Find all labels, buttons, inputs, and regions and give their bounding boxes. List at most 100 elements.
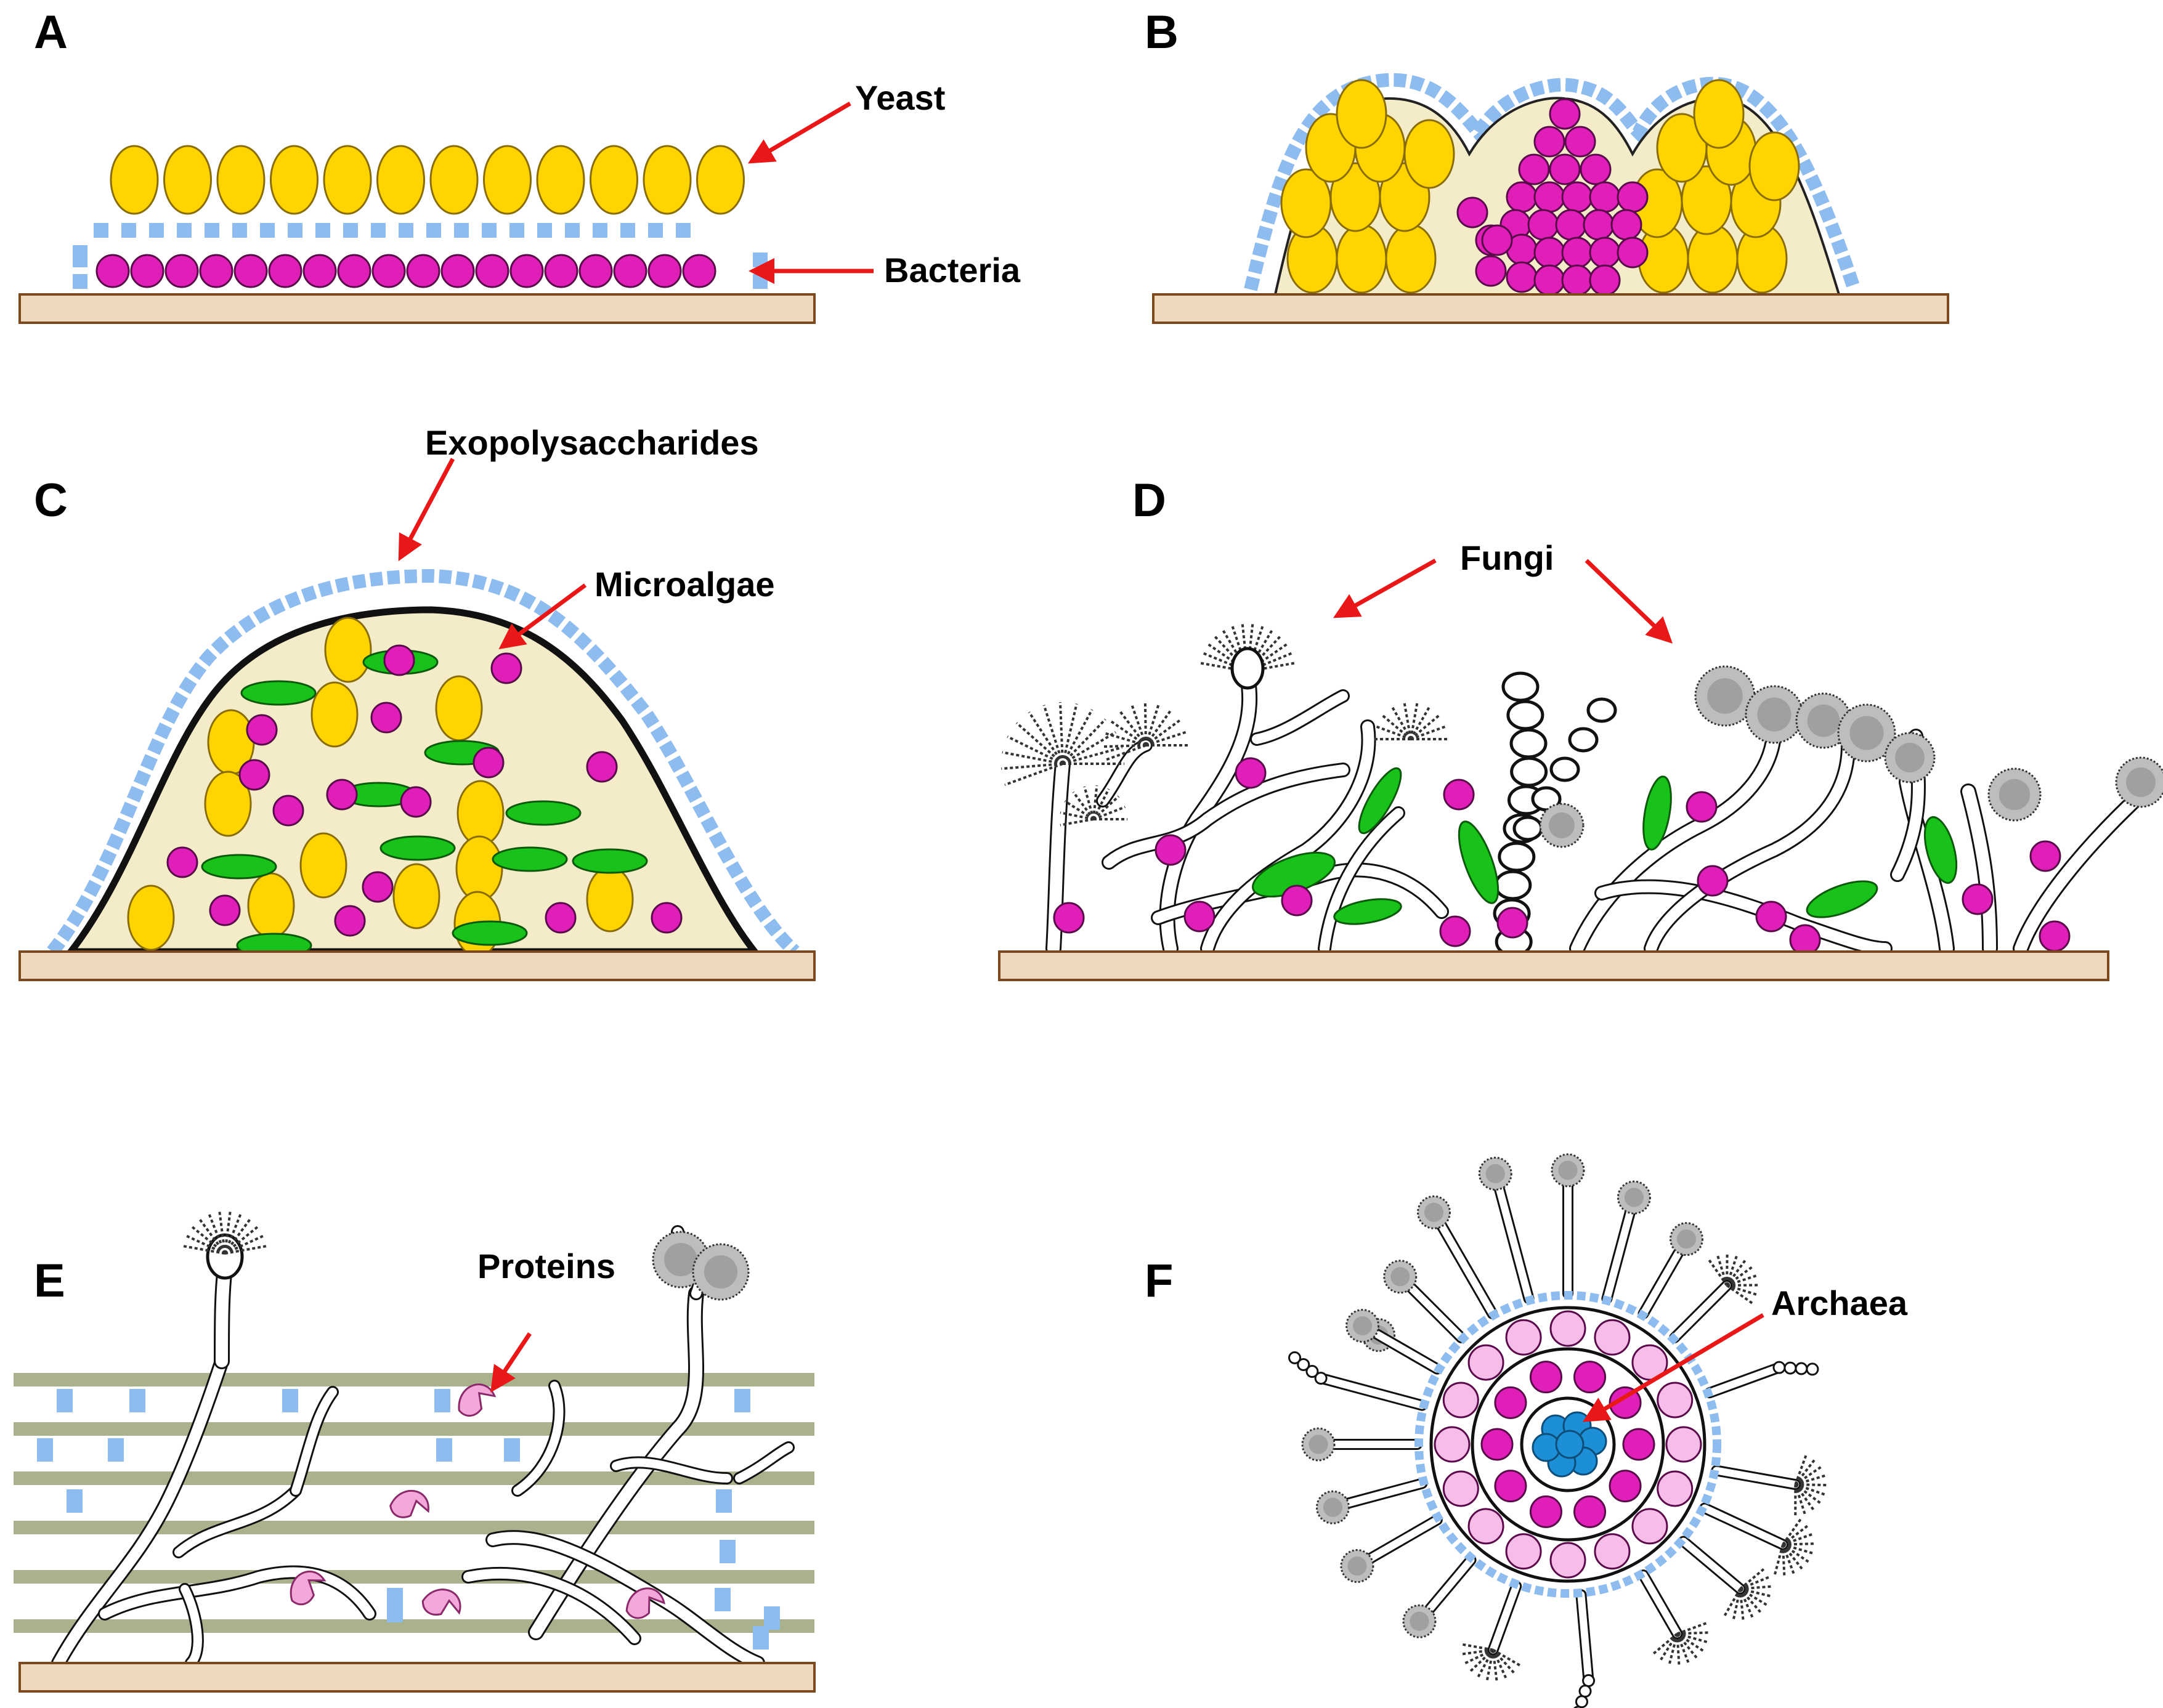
- bacteria-cell: [613, 254, 647, 288]
- bacteria-cell: [1494, 1470, 1527, 1503]
- eps-block: [282, 1389, 298, 1412]
- hypha: [1577, 1591, 1593, 1685]
- substrate: [998, 950, 2109, 981]
- eps-block: [509, 223, 524, 238]
- eps-block: [37, 1438, 53, 1462]
- hypha: [1489, 1582, 1520, 1654]
- panel-d: D Fungi: [998, 474, 2163, 981]
- microalga-cell: [505, 800, 582, 826]
- hypha: [1962, 785, 1996, 955]
- hypha: [612, 1458, 731, 1483]
- bacteria-cell: [1481, 224, 1513, 256]
- conidia-chain: [1145, 718, 1182, 747]
- microalga-cell: [1806, 880, 1878, 918]
- bacteria-cell: [2039, 920, 2071, 952]
- yeast-cell: [1403, 119, 1455, 189]
- spore-chain-cell: [1494, 870, 1532, 901]
- matrix-cells: [127, 617, 683, 958]
- eps-block: [676, 223, 691, 238]
- spore-chain-cell: [1509, 728, 1548, 759]
- eps-block: [129, 1389, 145, 1412]
- sporangium-core: [1895, 743, 1925, 772]
- bacteria-cell: [544, 254, 578, 288]
- spore-chain-cell: [1506, 700, 1544, 731]
- hypha: [1571, 721, 1780, 955]
- conidia-chain: [1092, 788, 1110, 820]
- conidia-chain: [1093, 806, 1126, 820]
- yeast-cell: [429, 145, 479, 215]
- vesicle: [206, 1233, 244, 1280]
- bacteria-cell: [1617, 237, 1649, 269]
- protein: [458, 1383, 497, 1417]
- eps-arrow: [398, 458, 455, 562]
- sporangium-core: [1347, 1556, 1367, 1576]
- hypha: [1646, 740, 1854, 954]
- sporangium-core: [1352, 1316, 1373, 1336]
- bacteria-cell: [1235, 757, 1267, 789]
- eps-block: [121, 223, 136, 238]
- conidia-chain: [1145, 731, 1188, 747]
- bacteria-cell: [509, 254, 544, 288]
- sporangium-core: [1410, 1611, 1429, 1631]
- fungi-label: Fungi: [1460, 538, 1554, 577]
- conidia-chain: [1061, 718, 1106, 765]
- yeast-cell: [247, 872, 295, 939]
- eps-block: [434, 1389, 450, 1412]
- spore-chain-cell: [1772, 1361, 1786, 1374]
- yeast-cell: [457, 780, 505, 846]
- hypha: [1679, 1537, 1744, 1593]
- bacteria-cell: [1053, 902, 1085, 934]
- bacteria-cell: [545, 902, 577, 934]
- hypha: [1320, 808, 1403, 953]
- conidia-chain: [1391, 706, 1412, 740]
- yeast-cell: [483, 145, 532, 215]
- bacteria-cell: [1962, 883, 1994, 915]
- yeast-cell: [1748, 131, 1800, 201]
- sporangium-core: [1807, 704, 1840, 737]
- eps-layer: [73, 223, 768, 289]
- microalgae-arrow: [498, 583, 587, 650]
- hypha: [1491, 1170, 1533, 1303]
- microalga-cell: [1642, 775, 1672, 851]
- yeast-cell: [310, 681, 359, 748]
- yeast-cell: [127, 884, 175, 951]
- proteins-arrow: [490, 1332, 532, 1393]
- conidia-chain: [1001, 763, 1063, 771]
- spore-chain-cell: [1501, 671, 1540, 702]
- eps-block: [94, 223, 108, 238]
- eps-block: [715, 1588, 731, 1611]
- conidia-chain: [1060, 811, 1094, 820]
- eps-block: [753, 253, 768, 267]
- conidia-chain: [224, 1210, 232, 1254]
- sporangium-core: [1849, 716, 1884, 750]
- bacteria-cell: [490, 652, 522, 684]
- conidia-chain: [1403, 702, 1412, 740]
- yeast-cell: [323, 145, 372, 215]
- spore-chain-cell: [1578, 1685, 1592, 1698]
- bacteria-cell: [130, 254, 164, 288]
- bacteria-cell: [326, 779, 358, 811]
- fungi-arrow-right: [1585, 559, 1673, 644]
- conidia-chain: [224, 1225, 259, 1255]
- bacteria-cell: [1610, 209, 1642, 241]
- microalga-cell: [240, 680, 317, 706]
- yeast-cell: [299, 832, 347, 899]
- protein: [290, 1570, 327, 1606]
- bacteria-cell: [1533, 237, 1565, 269]
- hypha: [181, 1585, 202, 1667]
- bacteria-cell: [1549, 98, 1581, 130]
- conidia-chain: [1061, 709, 1094, 764]
- bacteria-cell: [473, 747, 505, 779]
- eps-block: [260, 223, 275, 238]
- bacteria-cell: [1589, 237, 1621, 269]
- eps-block: [149, 223, 164, 238]
- yeast-cell: [1693, 79, 1745, 149]
- conidia-chain: [1110, 719, 1147, 747]
- hypha: [1202, 721, 1374, 954]
- hypha: [291, 1388, 337, 1495]
- substrate: [18, 950, 816, 981]
- sporangium-core: [2126, 767, 2156, 797]
- bacteria-cell: [1456, 196, 1488, 229]
- bacteria-cell: [1527, 209, 1559, 241]
- protein: [421, 1589, 461, 1616]
